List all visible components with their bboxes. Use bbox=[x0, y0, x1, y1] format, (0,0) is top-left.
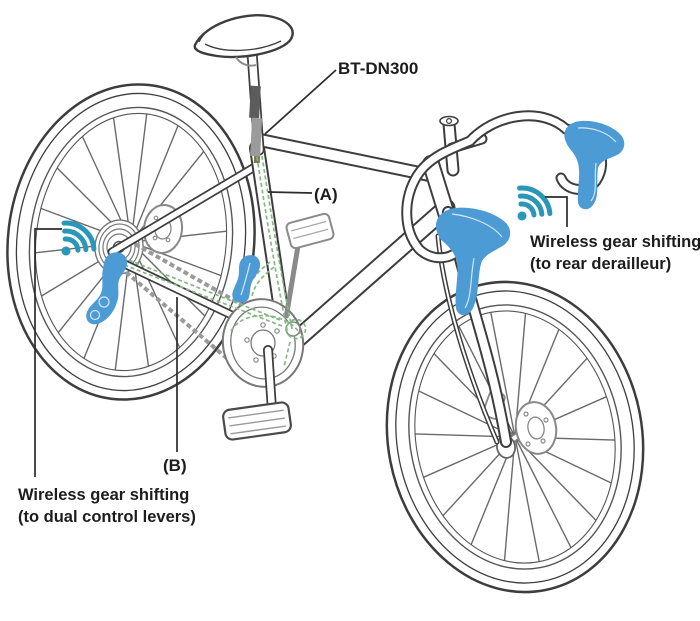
front-rotor bbox=[514, 401, 558, 455]
leader-right-note bbox=[545, 196, 568, 227]
leader-wire-a bbox=[267, 191, 313, 194]
headset-top-cap bbox=[439, 115, 459, 127]
rear-rim bbox=[28, 106, 234, 378]
rear-derailleur bbox=[86, 252, 128, 325]
rear-tire-inner bbox=[15, 92, 247, 392]
label-wire-b: (B) bbox=[163, 456, 187, 475]
left-dual-control-lever bbox=[435, 207, 511, 316]
leader-left-note bbox=[34, 228, 62, 477]
right-note-line1: Wireless gear shifting bbox=[530, 233, 700, 251]
front-rim bbox=[408, 304, 622, 570]
wire-route-b bbox=[113, 254, 283, 327]
label-battery: BT-DN300 bbox=[338, 59, 418, 78]
rear-rim-inner bbox=[34, 112, 228, 372]
wireless-signal-icon-left bbox=[61, 220, 97, 256]
front-tire bbox=[385, 280, 645, 594]
frame bbox=[107, 133, 458, 352]
right-note-line2: (to rear derailleur) bbox=[530, 255, 671, 273]
wire-route-a bbox=[256, 155, 293, 331]
front-tire-inner bbox=[395, 290, 635, 584]
crankset bbox=[221, 298, 305, 415]
leader-battery bbox=[264, 69, 337, 135]
right-dual-control-lever bbox=[564, 120, 625, 210]
wire-route-bb-loop bbox=[230, 314, 307, 368]
saddle bbox=[193, 14, 294, 67]
label-wire-a: (A) bbox=[314, 185, 338, 204]
wireless-signal-icon-right bbox=[517, 185, 553, 221]
front-rim-inner bbox=[414, 310, 616, 564]
left-note-line1: Wireless gear shifting bbox=[18, 486, 189, 504]
battery-bt-dn300 bbox=[249, 85, 263, 164]
pedal-near bbox=[222, 401, 292, 441]
front-derailleur bbox=[232, 255, 261, 303]
left-note-line2: (to dual control levers) bbox=[18, 508, 196, 526]
